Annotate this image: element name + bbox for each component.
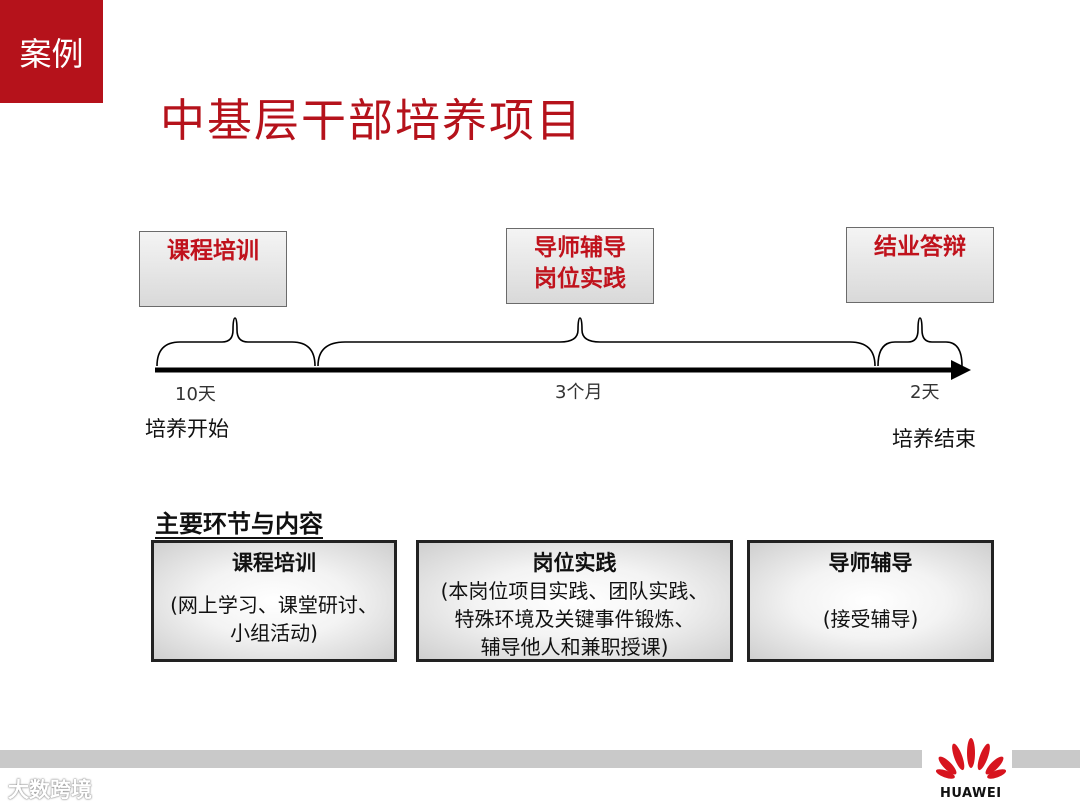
phase-box-defense: 结业答辩 — [846, 227, 994, 303]
card-title: 岗位实践 — [532, 551, 617, 575]
content-card-mentor: 导师辅导 (接受辅导) — [747, 540, 994, 662]
huawei-logo-icon — [936, 738, 1006, 779]
footer-bar — [0, 750, 922, 768]
start-label: 培养开始 — [145, 417, 229, 441]
brace-defense — [877, 317, 963, 367]
duration-defense: 2天 — [910, 382, 940, 403]
card-title: 课程培训 — [232, 551, 316, 575]
phase-label: 岗位实践 — [534, 266, 626, 292]
phase-label: 结业答辩 — [874, 234, 966, 260]
end-label: 培养结束 — [892, 427, 976, 451]
brace-course — [156, 317, 316, 367]
timeline-arrowhead — [951, 360, 971, 380]
watermark-text: 大数跨境 — [8, 778, 92, 802]
page-title: 中基层干部培养项目 — [160, 94, 584, 147]
phase-label: 导师辅导 — [534, 235, 626, 261]
phase-box-mentor: 导师辅导 岗位实践 — [506, 228, 654, 304]
card-title: 导师辅导 — [828, 551, 913, 575]
duration-course: 10天 — [175, 384, 216, 405]
footer-bar-right — [1012, 750, 1080, 768]
content-card-practice: 岗位实践 (本岗位项目实践、团队实践、 特殊环境及关键事件锻炼、 辅导他人和兼职… — [416, 540, 733, 662]
section-title: 主要环节与内容 — [155, 510, 323, 538]
huawei-logo-text: HUAWEI — [940, 786, 1002, 801]
card-body: (网上学习、课堂研讨、 小组活动) — [170, 593, 378, 645]
phase-label: 课程培训 — [167, 238, 259, 264]
phase-box-course: 课程培训 — [139, 231, 287, 307]
brace-mentor — [317, 317, 876, 367]
case-tag: 案例 — [0, 0, 103, 103]
card-body: (接受辅导) — [822, 607, 919, 631]
content-card-course: 课程培训 (网上学习、课堂研讨、 小组活动) — [151, 540, 397, 662]
duration-mentor: 3个月 — [555, 382, 603, 403]
card-body: (本岗位项目实践、团队实践、 特殊环境及关键事件锻炼、 辅导他人和兼职授课) — [440, 579, 709, 659]
